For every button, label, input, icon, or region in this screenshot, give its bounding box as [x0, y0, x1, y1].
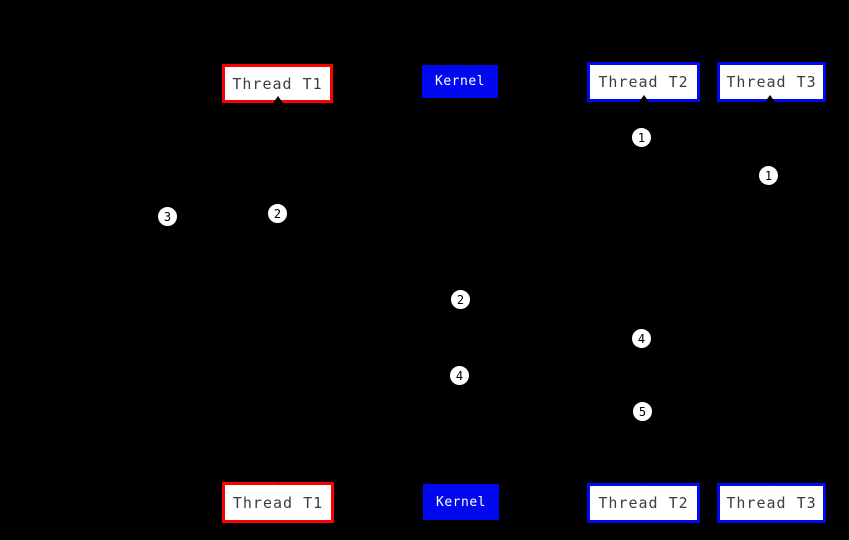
arrowhead-down-icon — [638, 477, 648, 484]
step-badge: 5 — [632, 401, 653, 422]
step-badge: 4 — [449, 365, 470, 386]
arrowhead-up-icon — [639, 95, 649, 102]
step-badge: 4 — [631, 328, 652, 349]
arrowhead-up-icon — [273, 96, 283, 103]
step-badge: 1 — [758, 165, 779, 186]
lifeline-box-thread-t2-bottom: Thread T2 — [587, 483, 700, 523]
step-badge: 1 — [631, 127, 652, 148]
arrowhead-down-icon — [765, 477, 775, 484]
lifeline-box-thread-t1-bottom: Thread T1 — [222, 482, 334, 523]
lifeline-box-thread-t3-bottom: Thread T3 — [717, 483, 826, 523]
step-badge: 2 — [450, 289, 471, 310]
arrowhead-up-icon — [765, 95, 775, 102]
step-badge: 2 — [267, 203, 288, 224]
lifeline-box-kernel-top: Kernel — [422, 65, 498, 98]
arrowhead-down-icon — [273, 476, 283, 483]
lifeline-box-kernel-bottom: Kernel — [423, 484, 499, 520]
step-badge: 3 — [157, 206, 178, 227]
